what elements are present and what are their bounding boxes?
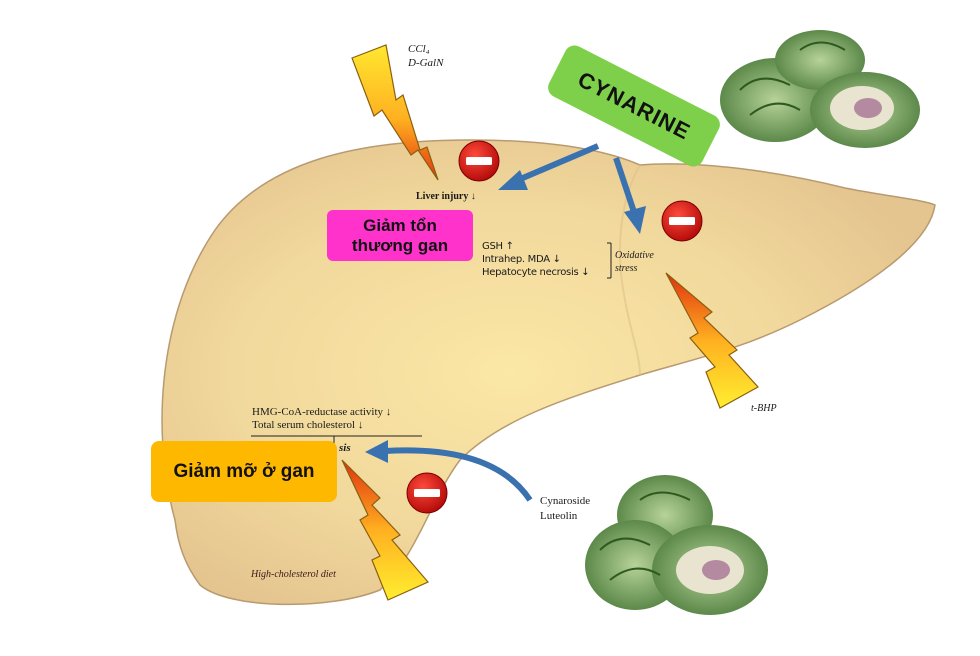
down-arrow-icon: ↓ (552, 254, 561, 265)
up-arrow-icon: ↑ (505, 241, 514, 252)
lightning-bolt-icon (665, 272, 759, 409)
compound-cynaroside: Cynaroside (540, 495, 591, 507)
lightning-bolt-icon (351, 44, 439, 181)
no-entry-icon (661, 200, 703, 242)
lightning-bolt-icon (341, 459, 429, 601)
list-item: GSH ↑ (482, 241, 514, 252)
down-arrow-icon: ↓ (470, 191, 476, 202)
reduce-liver-damage-badge: Giảm tổn thương gan (327, 210, 473, 261)
stressor-high-cholesterol-diet: High-cholesterol diet (251, 569, 336, 580)
oxidative-stress-group-label: Oxidative stress (615, 249, 654, 275)
list-item: Hepatocyte necrosis ↓ (482, 267, 590, 278)
stressor-top: CCl₄ D-GalN (408, 42, 443, 70)
arrow-to-liver-injury (498, 143, 600, 190)
no-entry-icon (458, 140, 500, 182)
liver-shape (161, 139, 936, 606)
steatosis-partial-label: sis (339, 442, 351, 454)
stressor-dgaln: D-GalN (408, 57, 444, 69)
list-item: Intrahep. MDA ↓ (482, 254, 561, 265)
liver-injury-label: Liver injury ↓ (416, 191, 476, 202)
stressor-ccl4: CCl₄ (408, 43, 430, 55)
stressor-tbhp: t-BHP (751, 403, 777, 414)
list-item: HMG-CoA-reductase activity ↓ (252, 406, 392, 418)
compound-luteolin: Luteolin (540, 510, 578, 522)
cholesterol-list: HMG-CoA-reductase activity ↓ Total serum… (252, 406, 391, 432)
liver-injury-text: Liver injury (416, 191, 469, 202)
list-item: Total serum cholesterol ↓ (252, 419, 364, 431)
no-entry-icon (406, 472, 448, 514)
badge-line-2: thương gan (351, 235, 449, 255)
oxidative-text: Oxidative (615, 250, 654, 261)
oxidative-stress-list: GSH ↑ Intrahep. MDA ↓ Hepatocyte necrosi… (482, 240, 590, 279)
down-arrow-icon: ↓ (385, 406, 392, 418)
down-arrow-icon: ↓ (357, 419, 364, 431)
arrow-to-steatosis (365, 440, 533, 502)
artichoke-image (585, 475, 768, 615)
down-arrow-icon: ↓ (581, 267, 590, 278)
stress-text: stress (615, 263, 638, 274)
badge-line-1: Giảm tổn (363, 215, 437, 235)
arrow-to-oxidative-stress (613, 157, 646, 234)
artichoke-image (720, 30, 925, 160)
reduce-liver-fat-badge: Giảm mỡ ở gan (151, 441, 337, 502)
compound-list: Cynaroside Luteolin (540, 494, 590, 524)
